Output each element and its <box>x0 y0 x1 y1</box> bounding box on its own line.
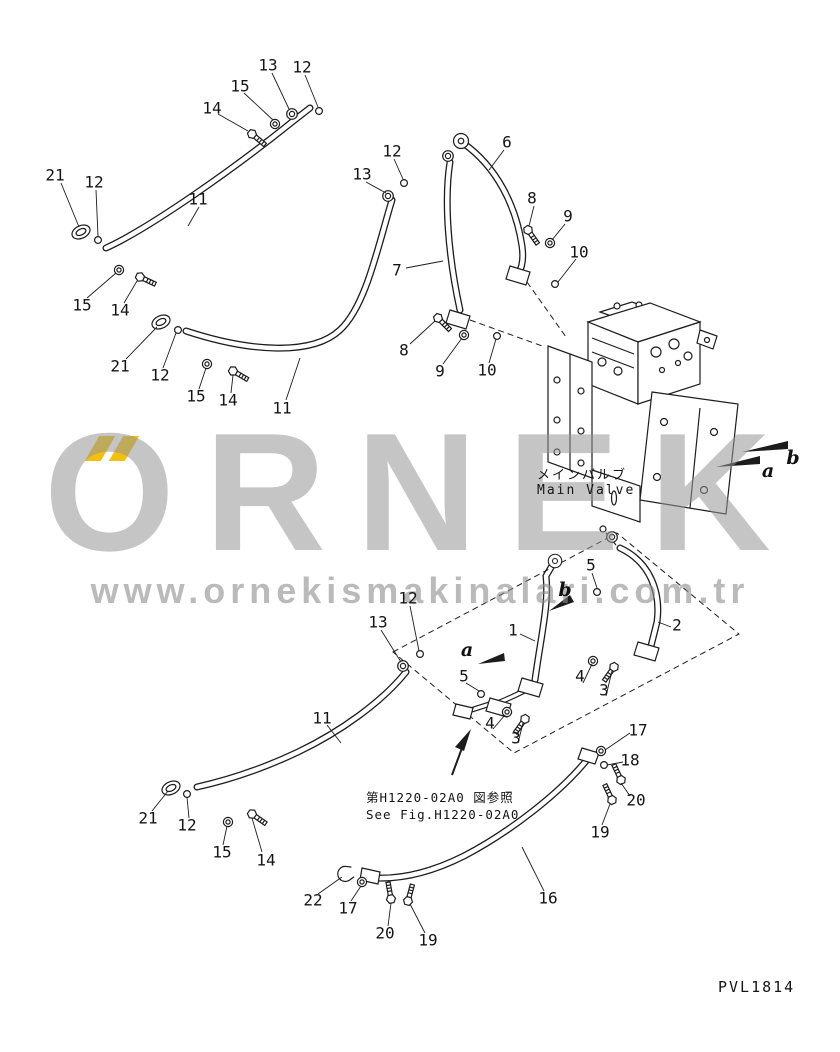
part-callout: 13 <box>368 612 388 632</box>
part-callout: 18 <box>620 750 640 770</box>
part-callout: 16 <box>538 888 558 908</box>
part-callout: 7 <box>392 260 402 280</box>
tube-16 <box>372 752 594 882</box>
part-callout: 15 <box>72 295 92 315</box>
part-callout: 14 <box>218 390 238 410</box>
part-callout: 3 <box>599 680 609 700</box>
view-label-a: a <box>460 639 474 661</box>
part-callout: 14 <box>110 300 130 320</box>
part-callout: 12 <box>84 172 104 192</box>
part-callout: 3 <box>511 728 521 748</box>
part-callout: 11 <box>312 708 332 728</box>
part-callout: 12 <box>382 141 402 161</box>
part-callout: 5 <box>459 666 469 686</box>
drawing-number: PVL1814 <box>718 978 796 996</box>
view-label-b: b <box>558 579 572 601</box>
part-callout: 11 <box>188 189 208 209</box>
part-callout: 6 <box>502 132 512 152</box>
part-callout: 15 <box>230 76 250 96</box>
part-callout: 9 <box>563 206 573 226</box>
part-callout: 4 <box>575 666 585 686</box>
reference-note-jp: 第H1220-02A0 図参照 <box>366 790 514 805</box>
part-callout: 12 <box>150 365 170 385</box>
main-valve-caption-en: Main Valve <box>537 483 636 498</box>
view-label-a: a <box>761 460 775 482</box>
part-callout: 15 <box>212 842 232 862</box>
part-callout: 17 <box>628 720 648 740</box>
reference-note-en: See Fig.H1220-02A0 <box>366 807 520 822</box>
main-valve-caption: メインバルブ Main Valve <box>537 468 635 498</box>
dashed-outline <box>392 281 740 754</box>
part-callout: 15 <box>186 386 206 406</box>
part-callout: 20 <box>626 790 646 810</box>
part-callout: 2 <box>672 615 682 635</box>
part-callout: 14 <box>256 850 276 870</box>
part-callout: 9 <box>435 361 445 381</box>
part-callout: 17 <box>338 898 358 918</box>
part-callout: 11 <box>272 398 292 418</box>
pipe-7 <box>443 158 464 314</box>
part-callout: 12 <box>292 57 312 77</box>
hose-11-upper-left <box>102 104 314 252</box>
main-valve-caption-jp: メインバルブ <box>537 468 628 483</box>
part-callout: 12 <box>398 588 418 608</box>
leader-lines <box>60 72 672 934</box>
part-callout: 13 <box>258 55 278 75</box>
pipe-6 <box>459 139 527 278</box>
part-callout: 20 <box>375 923 395 943</box>
hose-11-lower <box>193 668 410 791</box>
part-callout: 8 <box>527 188 537 208</box>
part-callout: 8 <box>399 340 409 360</box>
hose-11-second <box>182 196 396 352</box>
reference-arrow <box>451 729 471 776</box>
flanges <box>359 265 660 885</box>
part-callout: 22 <box>303 890 323 910</box>
part-callout: 4 <box>485 713 495 733</box>
view-arrows <box>478 441 788 664</box>
part-callout: 19 <box>590 822 610 842</box>
view-label-b: b <box>786 447 800 469</box>
part-callout: 5 <box>586 555 596 575</box>
part-callout: 1 <box>508 620 518 640</box>
part-callout: 21 <box>138 808 158 828</box>
part-callout: 10 <box>477 360 497 380</box>
main-valve-assembly <box>547 301 739 523</box>
part-callout: 13 <box>352 164 372 184</box>
part-callout: 14 <box>202 98 222 118</box>
part-callout: 19 <box>418 930 438 950</box>
part-callout: 21 <box>45 165 65 185</box>
reference-note: 第H1220-02A0 図参照 See Fig.H1220-02A0 <box>366 789 519 823</box>
part-callout: 12 <box>177 815 197 835</box>
part-callout: 21 <box>110 356 130 376</box>
tube-1 <box>531 560 557 684</box>
part-callout: 10 <box>569 242 589 262</box>
